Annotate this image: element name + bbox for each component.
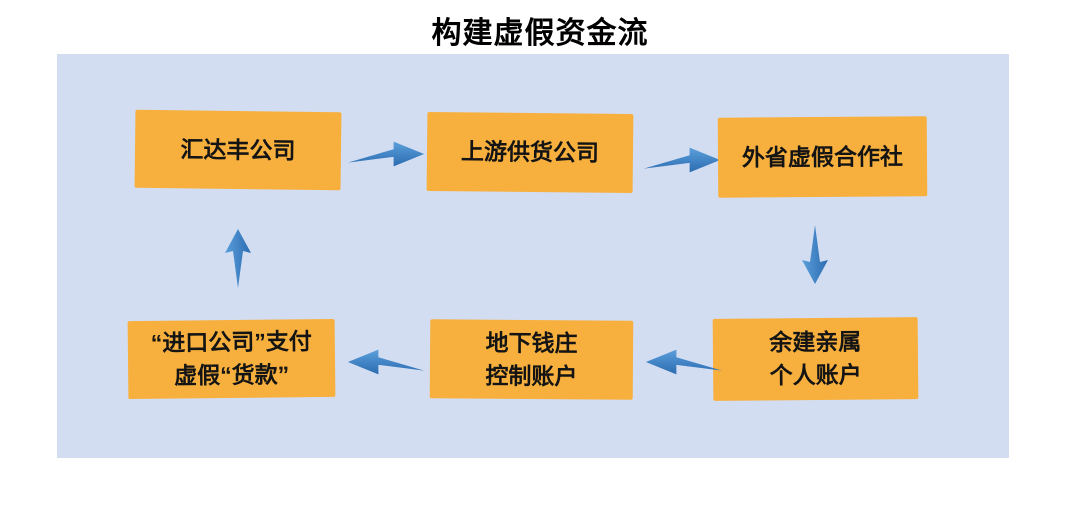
node-underground-bank-accounts: 地下钱庄 控制账户 — [429, 319, 634, 400]
node-label: 个人账户 — [769, 361, 862, 389]
node-label: 控制账户 — [485, 362, 578, 389]
arrow-left-icon — [347, 349, 425, 375]
arrow-right-icon — [643, 147, 721, 173]
node-label: “进口公司”支付 — [150, 328, 312, 356]
arrow-up-icon — [225, 229, 251, 288]
arrow-right-icon — [347, 141, 425, 167]
node-label: 余建亲属 — [769, 328, 862, 356]
node-huidafeng-company: 汇达丰公司 — [134, 109, 342, 191]
node-import-company-fake-payment: “进口公司”支付 虚假“货款” — [127, 318, 336, 400]
node-label: 上游供货公司 — [460, 138, 600, 166]
node-out-province-fake-cooperative: 外省虚假合作社 — [717, 116, 928, 198]
node-label: 汇达丰公司 — [180, 135, 296, 164]
node-label: 外省虚假合作社 — [741, 142, 904, 171]
node-label: 虚假“货款” — [174, 361, 290, 389]
page-title: 构建虚假资金流 — [431, 17, 649, 50]
node-upstream-supplier: 上游供货公司 — [426, 111, 634, 194]
arrow-down-icon — [802, 225, 828, 284]
arrow-left-icon — [645, 349, 723, 375]
node-label: 地下钱庄 — [485, 329, 578, 356]
node-yujian-relatives-accounts: 余建亲属 个人账户 — [712, 317, 919, 401]
